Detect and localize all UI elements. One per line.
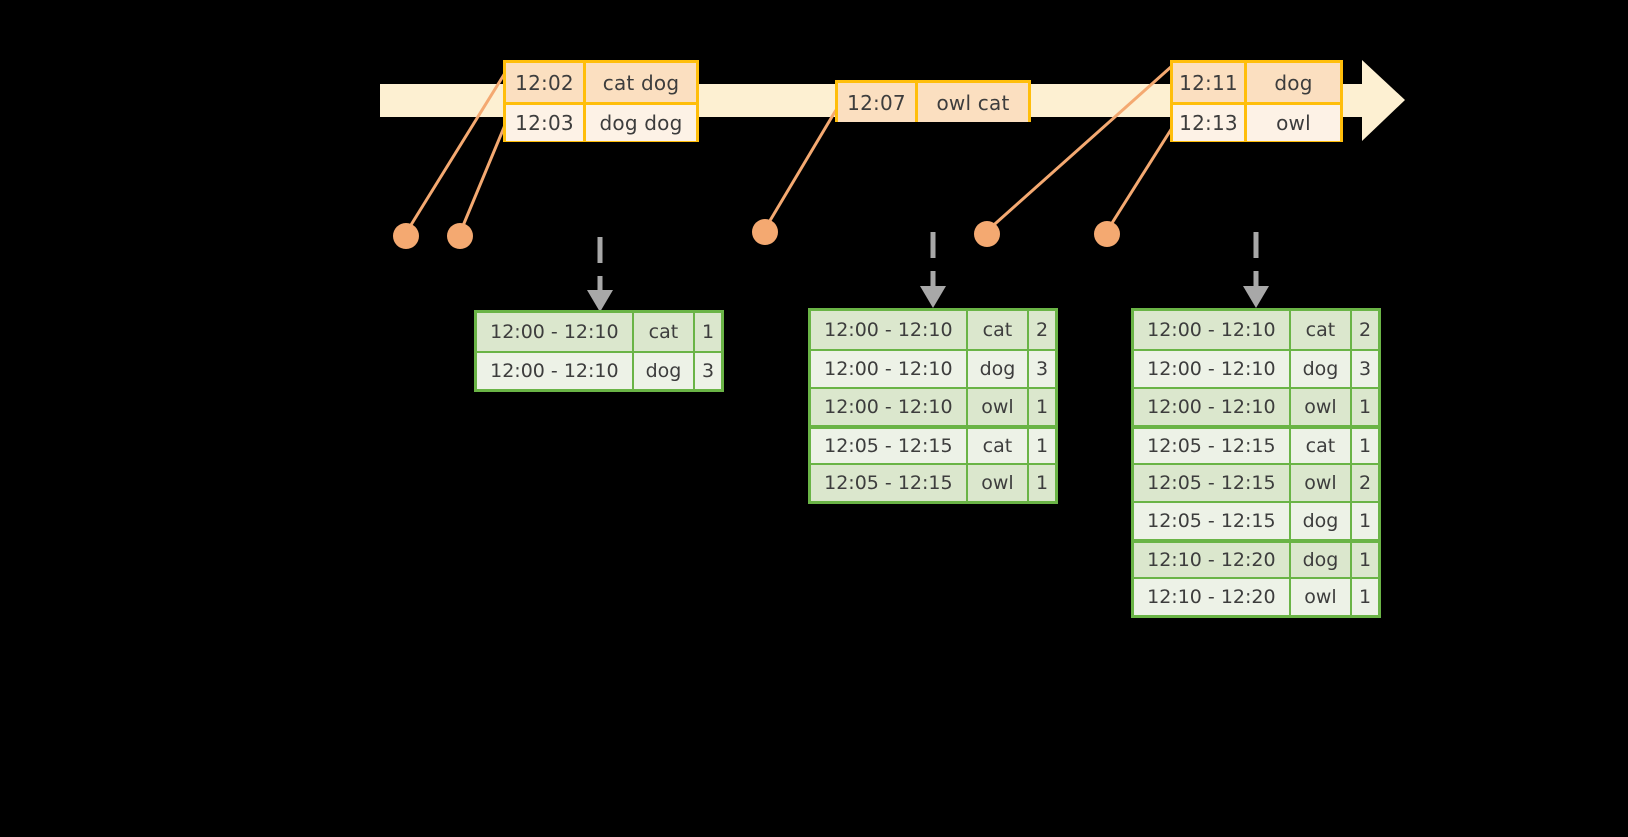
- cell-window: 12:00 - 12:10: [1134, 351, 1291, 387]
- cell-window: 12:00 - 12:10: [477, 313, 634, 351]
- cell-count: 1: [1029, 465, 1055, 501]
- cell-window: 12:05 - 12:15: [811, 465, 968, 501]
- cell-window: 12:00 - 12:10: [811, 311, 968, 349]
- event-time: 12:13: [1173, 105, 1247, 141]
- cell-window: 12:10 - 12:20: [1134, 579, 1291, 615]
- cell-word: dog: [633, 353, 696, 389]
- cell-word: owl: [1290, 389, 1353, 425]
- event-words: owl cat: [918, 83, 1028, 122]
- cell-word: dog: [1290, 543, 1353, 577]
- cell-count: 2: [1352, 311, 1378, 349]
- dashed-arrow: [587, 237, 613, 312]
- event-row[interactable]: 12:02 cat dog: [506, 63, 696, 102]
- cell-word: cat: [967, 429, 1030, 463]
- dashed-arrows: [587, 232, 1269, 312]
- cell-word: owl: [1290, 579, 1353, 615]
- cell-count: 3: [695, 353, 721, 389]
- cell-word: cat: [1290, 311, 1353, 349]
- event-time: 12:02: [506, 63, 586, 102]
- dashed-arrow: [1243, 232, 1269, 308]
- cell-count: 1: [1352, 429, 1378, 463]
- event-group-3[interactable]: 12:11 dog 12:13 owl: [1170, 60, 1343, 142]
- cell-word: owl: [967, 465, 1030, 501]
- event-dots: [393, 219, 1120, 249]
- cell-count: 1: [1352, 579, 1378, 615]
- cell-window: 12:10 - 12:20: [1134, 543, 1291, 577]
- event-row[interactable]: 12:13 owl: [1173, 102, 1340, 141]
- event-dot: [1094, 221, 1120, 247]
- event-time: 12:11: [1173, 63, 1247, 102]
- event-words: dog dog: [586, 105, 696, 141]
- cell-window: 12:00 - 12:10: [811, 389, 968, 425]
- cell-count: 2: [1029, 311, 1055, 349]
- cell-window: 12:00 - 12:10: [477, 353, 634, 389]
- cell-count: 1: [1352, 389, 1378, 425]
- cell-count: 1: [1029, 429, 1055, 463]
- event-row[interactable]: 12:07 owl cat: [838, 83, 1028, 122]
- cell-word: cat: [633, 313, 696, 351]
- cell-count: 1: [1029, 389, 1055, 425]
- cell-window: 12:00 - 12:10: [811, 351, 968, 387]
- event-row[interactable]: 12:03 dog dog: [506, 102, 696, 141]
- cell-window: 12:00 - 12:10: [1134, 389, 1291, 425]
- cell-count: 1: [1352, 503, 1378, 539]
- cell-count: 1: [695, 313, 721, 351]
- cell-count: 1: [1352, 543, 1378, 577]
- dashed-arrow: [920, 232, 946, 308]
- cell-word: cat: [967, 311, 1030, 349]
- cell-window: 12:00 - 12:10: [1134, 311, 1291, 349]
- event-dot: [393, 223, 419, 249]
- cell-count: 3: [1029, 351, 1055, 387]
- cell-word: owl: [1290, 465, 1353, 501]
- cell-word: owl: [967, 389, 1030, 425]
- cell-word: cat: [1290, 429, 1353, 463]
- cell-window: 12:05 - 12:15: [1134, 429, 1291, 463]
- event-dot: [974, 221, 1000, 247]
- event-words: owl: [1247, 105, 1340, 141]
- cell-window: 12:05 - 12:15: [1134, 465, 1291, 501]
- cell-window: 12:05 - 12:15: [811, 429, 968, 463]
- event-dot: [447, 223, 473, 249]
- cell-word: dog: [1290, 503, 1353, 539]
- cell-window: 12:05 - 12:15: [1134, 503, 1291, 539]
- cell-word: dog: [967, 351, 1030, 387]
- event-row[interactable]: 12:11 dog: [1173, 63, 1340, 102]
- cell-word: dog: [1290, 351, 1353, 387]
- event-dot: [752, 219, 778, 245]
- event-time: 12:07: [838, 83, 918, 122]
- event-time: 12:03: [506, 105, 586, 141]
- event-words: cat dog: [586, 63, 696, 102]
- cell-count: 3: [1352, 351, 1378, 387]
- cell-count: 2: [1352, 465, 1378, 501]
- event-group-1[interactable]: 12:02 cat dog 12:03 dog dog: [503, 60, 699, 142]
- event-group-2[interactable]: 12:07 owl cat: [835, 80, 1031, 122]
- event-words: dog: [1247, 63, 1340, 102]
